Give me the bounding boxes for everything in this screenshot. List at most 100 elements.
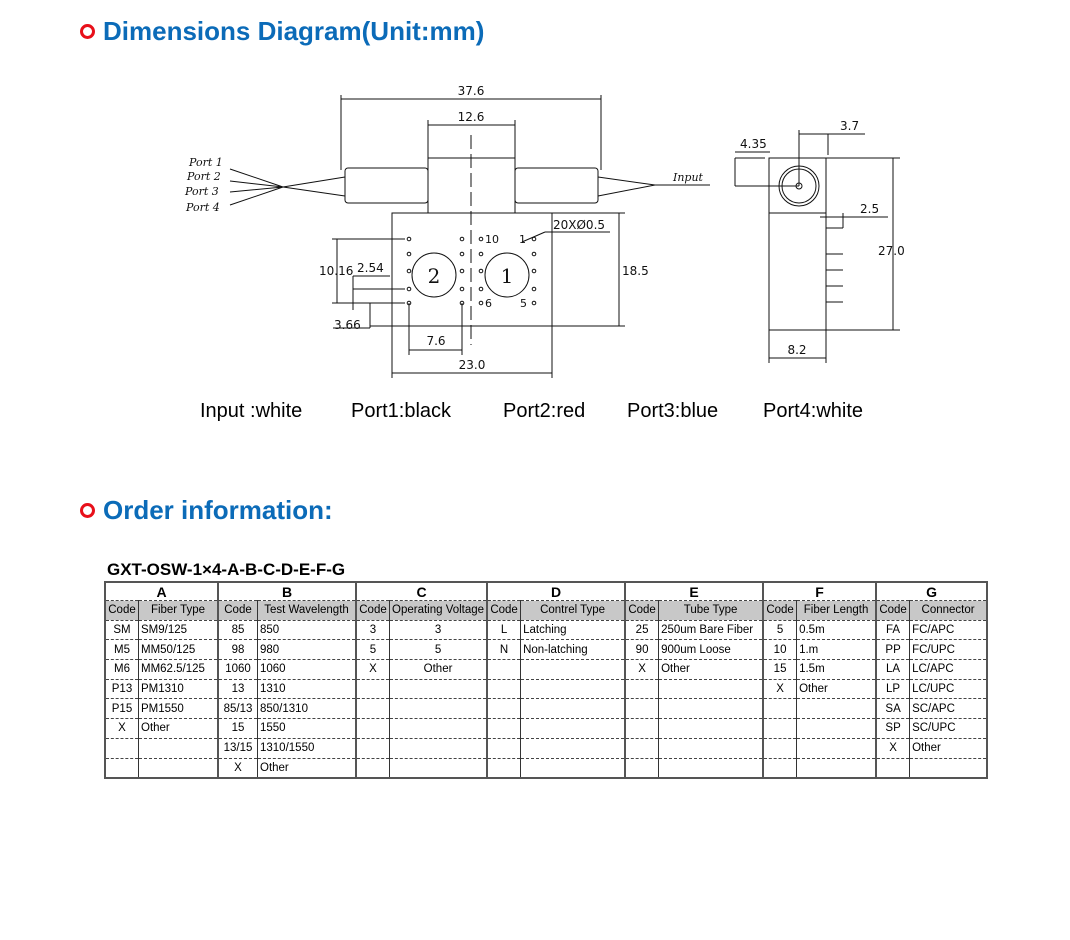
option-code: 15	[217, 718, 258, 739]
left-tube	[344, 167, 429, 204]
option-code	[762, 698, 798, 720]
pin-label: 6	[485, 297, 492, 310]
option-value	[520, 659, 627, 680]
option-value: SC/APC	[909, 698, 989, 720]
option-code: 10	[762, 639, 798, 661]
option-code: 15	[762, 659, 798, 680]
dimensions-heading: Dimensions Diagram(Unit:mm)	[80, 16, 484, 47]
option-code: LP	[875, 679, 911, 700]
option-value: 3	[389, 620, 489, 641]
option-value: Other	[138, 718, 219, 739]
option-code: L	[486, 620, 522, 641]
option-value: Non-latching	[520, 639, 627, 661]
option-code	[486, 659, 522, 680]
option-code: X	[875, 738, 911, 759]
option-code	[624, 698, 660, 720]
option-code	[624, 738, 660, 759]
option-code	[624, 758, 660, 779]
column-header-value: Fiber Length	[796, 600, 878, 621]
column-header-value: Tube Type	[658, 600, 765, 621]
option-code	[355, 758, 390, 779]
option-code: 85/13	[217, 698, 258, 720]
dim-12-6: 12.6	[458, 110, 485, 124]
option-code	[355, 738, 390, 759]
column-header-code: Code	[217, 600, 258, 621]
option-value	[796, 718, 878, 739]
option-value	[520, 679, 627, 700]
port-3-label: Port 3	[184, 185, 219, 198]
option-value: Other	[909, 738, 989, 759]
body	[391, 212, 553, 327]
dim-18-5: 18.5	[622, 264, 649, 278]
option-code	[355, 679, 390, 700]
option-code: M6	[104, 659, 139, 680]
option-value: 1550	[257, 718, 357, 739]
relay-1-label: 1	[501, 264, 514, 288]
group-letter: A	[104, 582, 219, 601]
model-code: GXT-OSW-1×4-A-B-C-D-E-F-G	[107, 560, 346, 579]
legend-port2: Port2:red	[503, 400, 586, 422]
dimensions-diagram: 37.6 12.6 18.5 23.0 7.6 10.16 2.54 3.66 …	[184, 84, 905, 378]
column-header-code: Code	[104, 600, 139, 621]
option-code	[486, 718, 522, 739]
relay-2	[411, 252, 457, 298]
dim-4-35: 4.35	[740, 137, 767, 151]
option-code: 13	[217, 679, 258, 700]
option-code	[355, 698, 390, 720]
option-code: P15	[104, 698, 139, 720]
option-code: PP	[875, 639, 911, 661]
front-view: 37.6 12.6 18.5 23.0 7.6 10.16 2.54 3.66 …	[184, 84, 710, 378]
dim-23-0: 23.0	[459, 358, 486, 372]
option-value: LC/APC	[909, 659, 989, 680]
option-code	[624, 718, 660, 739]
side-view: 3.7 4.35 2.5 27.0 8.2	[734, 119, 905, 363]
right-tube	[514, 167, 599, 204]
order-title: Order information:	[103, 495, 333, 525]
option-value	[796, 698, 878, 720]
group-letter: F	[762, 582, 878, 601]
option-value	[909, 758, 989, 779]
option-code: 85	[217, 620, 258, 641]
option-value: MM62.5/125	[138, 659, 219, 680]
option-code: X	[355, 659, 390, 680]
option-value: 850	[257, 620, 357, 641]
order-heading: Order information:	[80, 495, 333, 526]
option-value: FC/APC	[909, 620, 989, 641]
dim-3-7: 3.7	[840, 119, 859, 133]
dim-holes: 20XØ0.5	[553, 218, 605, 232]
group-letter: E	[624, 582, 765, 601]
option-code	[762, 758, 798, 779]
option-code: 5	[355, 639, 390, 661]
option-value: 1.5m	[796, 659, 878, 680]
option-value: LC/UPC	[909, 679, 989, 700]
option-code: 98	[217, 639, 258, 661]
pin-label: 5	[520, 297, 527, 310]
option-value	[138, 738, 219, 759]
dim-27-0: 27.0	[878, 244, 905, 258]
option-code: X	[104, 718, 139, 739]
option-value	[520, 738, 627, 759]
option-value: SM9/125	[138, 620, 219, 641]
dim-2-54: 2.54	[357, 261, 384, 275]
dim-8-2: 8.2	[787, 343, 806, 357]
option-code: X	[217, 758, 258, 779]
column-header-value: Contrel Type	[520, 600, 627, 621]
option-value: 0.5m	[796, 620, 878, 641]
option-code: X	[624, 659, 660, 680]
option-value	[138, 758, 219, 779]
legend-input: Input :white	[200, 400, 303, 422]
column-header-value: Test Wavelength	[257, 600, 357, 621]
option-code	[762, 718, 798, 739]
option-code	[355, 718, 390, 739]
option-code	[104, 758, 139, 779]
option-code: X	[762, 679, 798, 700]
option-value: 1310	[257, 679, 357, 700]
option-value	[389, 718, 489, 739]
option-code	[762, 738, 798, 759]
option-code: N	[486, 639, 522, 661]
legend-port4: Port4:white	[763, 400, 864, 422]
bullet-ring-icon	[80, 503, 95, 518]
